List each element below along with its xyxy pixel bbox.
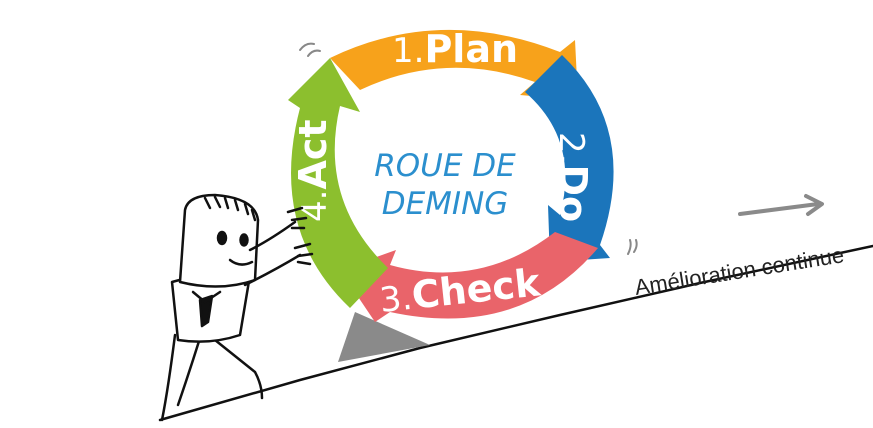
deming-wheel <box>288 29 638 322</box>
progress-arrow <box>738 194 824 216</box>
plan-label: 1.Plan <box>392 27 518 71</box>
wheel-center-title-line2: DEMING <box>382 186 509 222</box>
man-eye <box>239 233 249 247</box>
motion-mark-right <box>627 239 638 255</box>
check-segment <box>340 232 598 322</box>
cartoon-man <box>160 193 314 422</box>
man-eye <box>216 230 228 246</box>
do-label: 2.Do <box>551 132 595 222</box>
wheel-center-title-line1: ROUE DE <box>374 148 516 184</box>
man-arm-lower <box>243 253 302 287</box>
man-hand <box>286 206 308 230</box>
man-tie <box>198 294 214 328</box>
do-segment <box>525 55 614 262</box>
man-legs <box>160 333 264 422</box>
act-label: 4.Act <box>291 119 335 222</box>
man-hand <box>293 242 314 266</box>
act-segment <box>288 58 388 308</box>
slope-line <box>158 244 873 422</box>
plan-segment <box>330 29 578 100</box>
man-arm-upper <box>248 220 297 252</box>
wheel-wedge <box>338 312 430 362</box>
man-hair <box>203 195 257 222</box>
continuous-improvement-label: Amélioration continue <box>633 242 846 300</box>
motion-mark-top <box>299 42 321 57</box>
man-smile <box>228 258 254 266</box>
